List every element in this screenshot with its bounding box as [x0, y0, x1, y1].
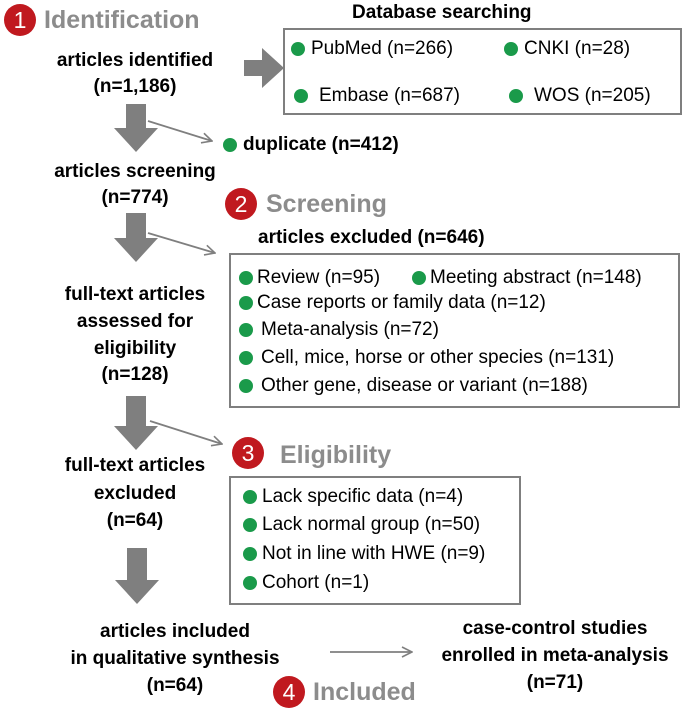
stage-4-title: Included: [313, 678, 416, 706]
database-item: Embase (n=687): [319, 85, 460, 106]
bullet-icon: [239, 271, 253, 285]
articles-identified-count: (n=1,186): [93, 76, 177, 97]
fulltext-assessed-line3: eligibility: [93, 338, 177, 359]
articles-screening-count: (n=774): [101, 187, 169, 208]
arrow-to-excluded: [147, 232, 215, 253]
bullet-icon: [243, 576, 257, 590]
stage-2-badge: 2: [225, 188, 257, 220]
fulltext-excluded-line2: excluded: [93, 483, 177, 504]
fulltext-excluded-line1: full-text articles: [64, 455, 206, 476]
bullet-icon: [239, 379, 253, 393]
arrow-down-3: [114, 396, 158, 450]
database-item: WOS (n=205): [534, 85, 651, 106]
stage-3-badge: 3: [232, 437, 264, 469]
meta-analysis-line2: enrolled in meta-analysis: [441, 645, 669, 666]
database-header: Database searching: [352, 2, 532, 23]
excluded-item: Review (n=95): [257, 267, 381, 288]
fulltext-excluded-item: Lack specific data (n=4): [262, 486, 464, 507]
arrow-down-4: [115, 548, 159, 604]
stage-3-title: Eligibility: [280, 441, 392, 469]
bullet-icon: [223, 138, 237, 152]
bullet-icon: [504, 42, 518, 56]
fulltext-excluded-item: Cohort (n=1): [262, 572, 370, 593]
qualitative-count: (n=64): [146, 675, 204, 696]
fulltext-excluded-box: Lack specific data (n=4) Lack normal gro…: [229, 476, 521, 605]
bullet-icon: [412, 271, 426, 285]
fulltext-excluded-count: (n=64): [106, 510, 164, 531]
arrow-to-eligibility: [149, 420, 222, 444]
excluded-item: Other gene, disease or variant (n=188): [261, 375, 588, 396]
fulltext-excluded-item: Not in line with HWE (n=9): [262, 543, 486, 564]
meta-analysis-count: (n=71): [526, 672, 584, 693]
excluded-item: Meta-analysis (n=72): [261, 319, 439, 340]
excluded-item: Cell, mice, horse or other species (n=13…: [261, 347, 615, 368]
arrow-to-database: [244, 48, 284, 88]
bullet-icon: [239, 351, 253, 365]
database-item: PubMed (n=266): [311, 38, 454, 59]
excluded-articles-box: Review (n=95) Meeting abstract (n=148) C…: [229, 253, 680, 408]
stage-2-title: Screening: [266, 190, 387, 218]
duplicate-label: duplicate (n=412): [243, 134, 399, 155]
database-box: PubMed (n=266) CNKI (n=28) Embase (n=687…: [283, 28, 682, 115]
arrow-down-1: [114, 104, 158, 152]
fulltext-assessed-line2: assessed for: [76, 311, 194, 332]
bullet-icon: [509, 89, 523, 103]
excluded-item: Case reports or family data (n=12): [257, 292, 546, 313]
meta-analysis-line1: case-control studies: [462, 618, 648, 639]
stage-1-badge: 1: [4, 4, 36, 36]
articles-screening-label: articles screening: [54, 161, 216, 182]
qualitative-line1: articles included: [100, 621, 250, 642]
qualitative-line2: in qualitative synthesis: [70, 648, 280, 669]
fulltext-assessed-count: (n=128): [101, 364, 169, 385]
bullet-icon: [243, 518, 257, 532]
database-item: CNKI (n=28): [524, 38, 631, 59]
arrow-to-duplicate: [147, 120, 212, 141]
fulltext-excluded-item: Lack normal group (n=50): [262, 514, 481, 535]
fulltext-assessed-line1: full-text articles: [64, 284, 206, 305]
excluded-item: Meeting abstract (n=148): [430, 267, 642, 288]
bullet-icon: [294, 89, 308, 103]
bullet-icon: [243, 547, 257, 561]
bullet-icon: [239, 296, 253, 310]
arrow-down-2: [114, 213, 158, 262]
bullet-icon: [243, 490, 257, 504]
articles-identified-label: articles identified: [56, 50, 214, 71]
stage-4-badge: 4: [273, 676, 305, 708]
bullet-icon: [291, 42, 305, 56]
bullet-icon: [239, 323, 253, 337]
stage-1-title: Identification: [44, 6, 200, 34]
excluded-articles-header: articles excluded (n=646): [258, 227, 485, 248]
